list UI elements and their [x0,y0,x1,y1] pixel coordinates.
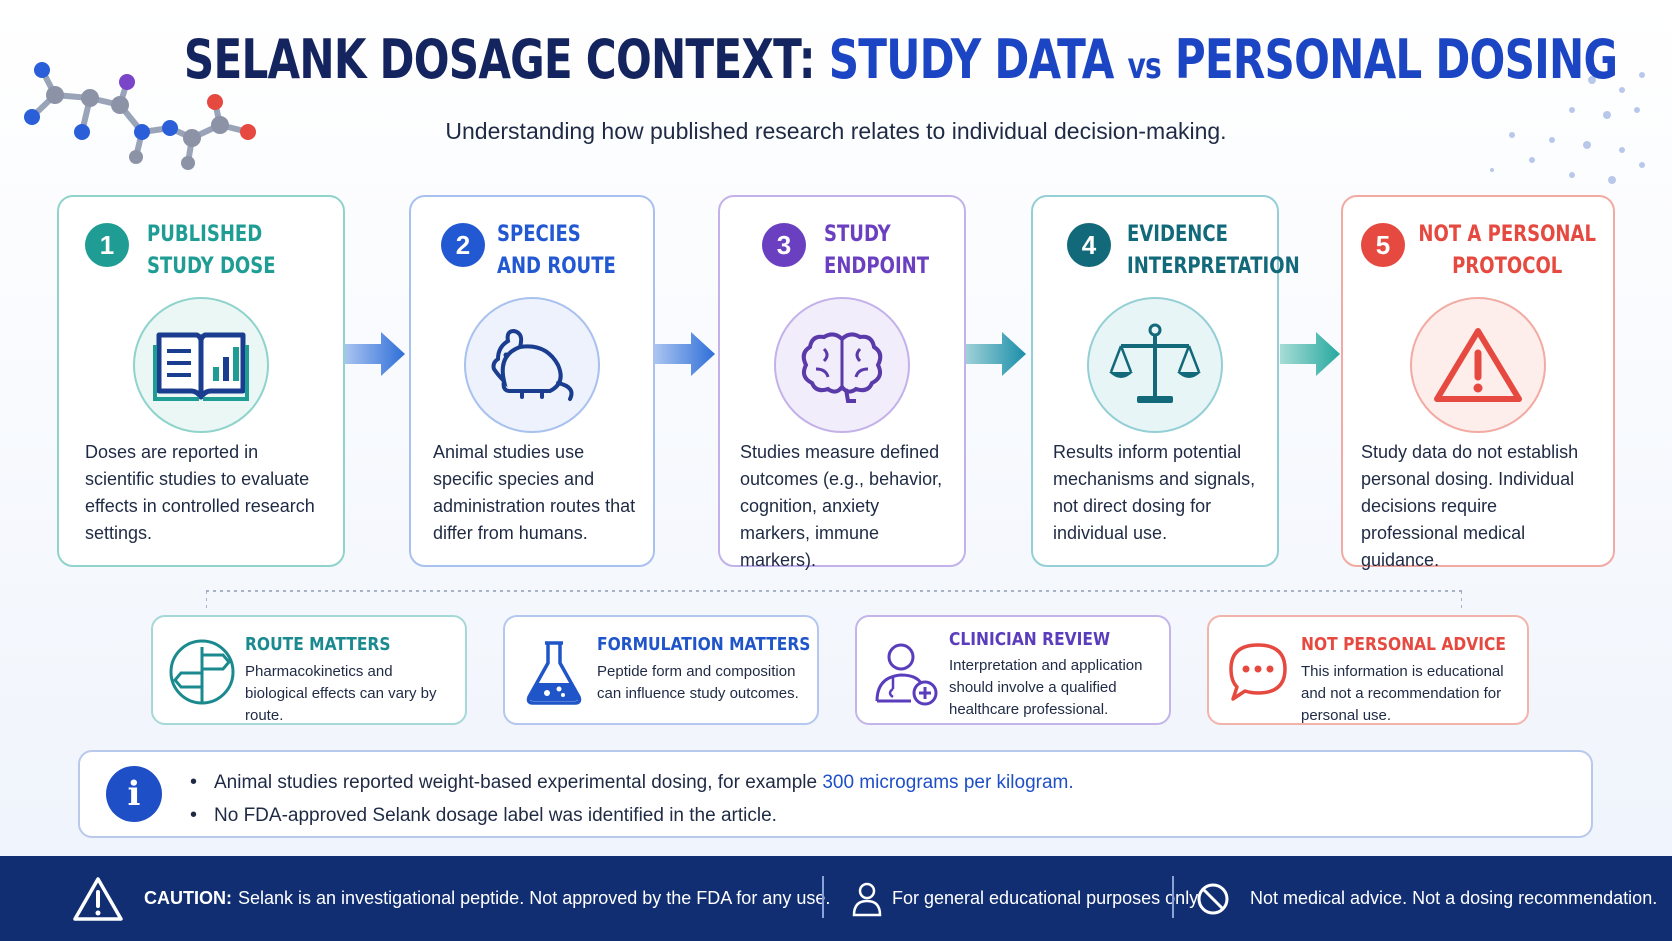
info-icon: i [106,766,162,822]
caution-triangle-icon [73,876,123,921]
flask-icon [526,641,582,705]
step-heading-line2: PROTOCOL [1452,254,1563,279]
step-icon-circle [774,297,910,433]
step-number: 1 [85,223,129,267]
key-fact-item: Animal studies reported weight-based exp… [190,766,1074,799]
balance-scale-icon [1109,323,1201,403]
doctor-icon [875,643,938,706]
caution-text: Selank is an investigational peptide. No… [238,888,831,908]
step-heading: PUBLISHED STUDY DOSE [147,219,300,283]
step-description: Results inform potential mechanisms and … [1053,442,1256,543]
not-advice-text: Not medical advice. Not a dosing recomme… [1250,888,1658,908]
step-number: 2 [441,223,485,267]
consideration-title: NOT PERSONAL ADVICE [1301,634,1506,655]
footer-not-advice: Not medical advice. Not a dosing recomme… [1196,856,1657,941]
mouse-icon [491,328,574,401]
step-heading-line2: STUDY DOSE [147,254,276,279]
caution-label: CAUTION: [144,888,232,908]
step-heading: SPECIES AND ROUTE [497,219,617,283]
step-heading-line2: ENDPOINT [824,254,930,279]
title-vs: vs [1127,46,1161,87]
step-card-evidence-interpretation: 4 EVIDENCE INTERPRETATION Results inform… [1031,195,1300,567]
decorative-dots [1490,72,1645,184]
dotted-connector [206,590,1462,612]
key-fact-highlight: 300 micrograms per kilogram. [822,772,1074,793]
step-heading-line2: AND ROUTE [497,254,616,279]
step-description: Studies measure defined outcomes (e.g., … [740,442,943,570]
footer-banner: CAUTION: Selank is an investigational pe… [0,856,1672,941]
consideration-text: Interpretation and application should in… [949,657,1143,718]
step-heading: EVIDENCE INTERPRETATION [1127,219,1300,283]
warning-triangle-icon [1434,328,1522,402]
flow-arrow-icon [655,332,715,376]
footer-educational: For general educational purposes only. [852,856,1202,941]
consideration-title: CLINICIAN REVIEW [949,629,1111,650]
step-heading-line2: INTERPRETATION [1127,254,1300,279]
consideration-text: This information is educational and not … [1301,663,1504,724]
consideration-text: Peptide form and composition can influen… [597,663,799,702]
signpost-icon [169,639,235,705]
step-number: 5 [1361,223,1405,267]
footer-divider [822,876,824,918]
step-description: Doses are reported in scientific studies… [85,442,315,543]
step-icon-circle [1410,297,1546,433]
speech-bubble-icon [1229,643,1287,701]
flow-arrow-icon [1280,332,1340,376]
footer-caution: CAUTION: Selank is an investigational pe… [72,856,830,941]
consideration-not-personal-advice: NOT PERSONAL ADVICE This information is … [1207,615,1529,725]
step-number: 3 [762,223,806,267]
key-facts-box: i Animal studies reported weight-based e… [78,750,1593,838]
consideration-formulation-matters: FORMULATION MATTERS Peptide form and com… [503,615,819,725]
molecule-illustration [24,62,256,170]
flow-arrow-icon [966,332,1026,376]
consideration-title: FORMULATION MATTERS [597,634,811,655]
step-description: Study data do not establish personal dos… [1361,442,1579,570]
open-book-chart-icon [153,332,249,401]
flow-arrow-icon [345,332,405,376]
step-card-not-a-personal-protocol: 5 NOT A PERSONAL PROTOCOL Study data do … [1341,195,1615,570]
key-fact-text: Animal studies reported weight-based exp… [214,772,818,793]
prohibited-icon [1197,883,1229,914]
step-heading-line1: EVIDENCE [1127,222,1228,247]
footer-divider [1172,876,1174,918]
step-heading-line1: PUBLISHED [147,222,263,247]
title-part3: PERSONAL DOSING [1174,28,1618,91]
page-subtitle: Understanding how published research rel… [445,118,1227,144]
consideration-title: ROUTE MATTERS [245,634,391,655]
step-icon-circle [464,297,600,433]
educational-text: For general educational purposes only. [892,888,1202,908]
consideration-clinician-review: CLINICIAN REVIEW Interpretation and appl… [855,615,1171,725]
step-heading-line1: SPECIES [497,222,581,247]
step-heading: STUDY ENDPOINT [824,219,931,283]
step-card-study-endpoint: 3 STUDY ENDPOINT Studies measure defined… [718,195,966,570]
person-icon [852,882,882,916]
key-facts-list: Animal studies reported weight-based exp… [190,766,1074,832]
page-title: SELANK DOSAGE CONTEXT: STUDY DATA vs PER… [183,28,1618,91]
title-part1: SELANK DOSAGE CONTEXT: [183,28,816,91]
step-icon-circle [133,297,269,433]
step-heading: NOT A PERSONAL PROTOCOL [1417,219,1597,283]
step-heading-line1: STUDY [824,222,891,247]
step-icon-circle [1087,297,1223,433]
step-number: 4 [1067,223,1111,267]
step-card-species-and-route: 2 SPECIES AND ROUTE Animal studies use s… [409,195,655,567]
key-fact-item: No FDA-approved Selank dosage label was … [190,799,1074,832]
brain-icon [801,332,883,403]
step-heading-line1: NOT A PERSONAL [1418,222,1596,247]
step-description: Animal studies use specific species and … [433,442,636,543]
title-part2: STUDY DATA [828,28,1115,91]
key-fact-text: No FDA-approved Selank dosage label was … [214,805,777,826]
consideration-text: Pharmacokinetics and biological effects … [245,663,437,724]
step-card-published-study-dose: 1 PUBLISHED STUDY DOSE Doses are reporte… [57,195,345,567]
consideration-route-matters: ROUTE MATTERS Pharmacokinetics and biolo… [151,615,467,725]
